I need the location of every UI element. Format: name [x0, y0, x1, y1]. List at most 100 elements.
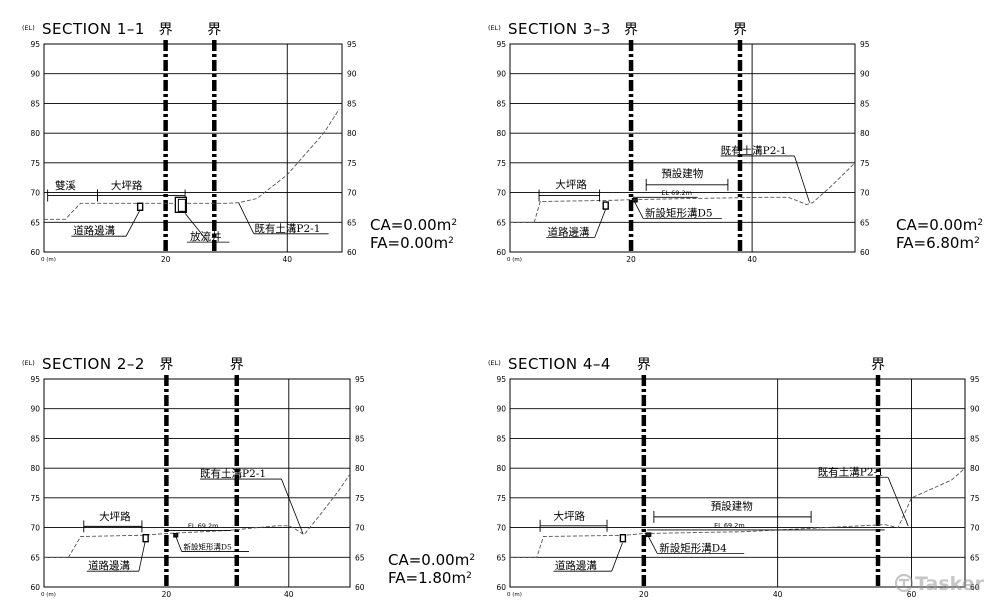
leader-line	[138, 542, 146, 572]
planned-building-label: 預設建物	[661, 167, 703, 180]
leader-line	[647, 535, 658, 554]
road-label: 大坪路	[111, 179, 143, 192]
el-label: EL 69.2m	[714, 522, 745, 530]
boundary-label: 界	[637, 357, 651, 373]
x-tick: 20	[161, 255, 171, 264]
y-tick-right: 70	[860, 189, 870, 198]
ca-value-text: CA=0.00m	[370, 216, 451, 234]
fa-value: FA=6.80m2	[896, 234, 980, 252]
existing-ditch-label: 既有土溝P2-1	[721, 144, 787, 157]
y-tick-right: 95	[860, 40, 870, 49]
y-tick-left: 65	[496, 218, 506, 227]
y-tick-left: 60	[496, 248, 506, 257]
y-tick-right: 90	[970, 405, 980, 414]
y-tick-left: 80	[30, 129, 40, 138]
y-tick-left: 65	[30, 218, 40, 227]
y-tick-left: 85	[30, 99, 40, 108]
leader-line	[125, 209, 141, 237]
ground-profile-line	[510, 467, 966, 558]
discharge-well-label: 放流井	[190, 230, 222, 243]
leader-line	[633, 200, 644, 219]
discharge-well-inner	[177, 198, 186, 212]
el-unit-label: (EL)	[488, 359, 501, 367]
x-unit-label: 0 (m)	[507, 257, 522, 263]
existing-ditch-label: 既有土溝P2-1	[200, 467, 266, 480]
leader-line	[184, 213, 209, 243]
watermark-text: Tasker	[915, 573, 985, 595]
y-tick-right: 75	[347, 159, 357, 168]
el-unit-label: (EL)	[488, 24, 501, 32]
new-ditch-label: 新設矩形溝D5	[645, 206, 713, 219]
y-tick-left: 95	[30, 375, 40, 384]
road-ditch-box	[602, 201, 609, 210]
x-tick: 60	[907, 590, 917, 599]
y-tick-left: 90	[496, 405, 506, 414]
leader-line	[794, 155, 810, 203]
y-tick-left: 65	[30, 553, 40, 562]
y-tick-left: 85	[496, 99, 506, 108]
section-title: SECTION 1–1	[42, 20, 145, 38]
ca-value-text: CA=0.00m	[896, 216, 977, 234]
new-ditch-label: 新設矩形溝D4	[659, 541, 727, 554]
y-tick-left: 85	[30, 434, 40, 443]
leader-line	[281, 478, 304, 534]
y-tick-right: 60	[355, 583, 365, 592]
x-tick: 40	[773, 590, 783, 599]
x-tick: 20	[639, 590, 649, 599]
ca-value-text: CA=0.00m	[388, 551, 469, 569]
leader-line	[238, 202, 255, 234]
x-tick: 40	[747, 255, 757, 264]
fa-value-text: FA=6.80m	[896, 234, 974, 252]
y-tick-left: 80	[496, 129, 506, 138]
plot-frame	[509, 378, 966, 588]
road-ditch-box	[142, 534, 149, 543]
road-label: 大坪路	[553, 509, 585, 522]
road-label: 大坪路	[555, 178, 587, 191]
boundary-label: 界	[733, 22, 747, 38]
y-tick-right: 65	[970, 553, 980, 562]
y-tick-right: 80	[970, 464, 980, 473]
ground-profile-line	[44, 109, 340, 220]
y-tick-left: 80	[496, 464, 506, 473]
boundary-label: 界	[207, 22, 221, 38]
y-tick-left: 70	[496, 189, 506, 198]
fa-value-text: FA=1.80m	[388, 569, 466, 587]
x-tick: 40	[282, 255, 292, 264]
y-tick-right: 90	[860, 70, 870, 79]
y-tick-right: 70	[355, 524, 365, 533]
ca-value: CA=0.00m2	[370, 216, 457, 234]
y-tick-right: 85	[970, 434, 980, 443]
y-tick-left: 75	[496, 494, 506, 503]
y-tick-left: 95	[496, 375, 506, 384]
boundary-label: 界	[871, 357, 885, 373]
y-tick-left: 75	[30, 159, 40, 168]
y-tick-left: 95	[30, 40, 40, 49]
y-tick-left: 60	[30, 583, 40, 592]
leader-line	[611, 542, 623, 572]
y-tick-right: 70	[347, 189, 357, 198]
y-tick-left: 90	[30, 70, 40, 79]
leader-line	[175, 535, 183, 552]
section-title: SECTION 3–3	[508, 20, 611, 38]
y-tick-right: 90	[347, 70, 357, 79]
y-tick-left: 95	[496, 40, 506, 49]
y-tick-left: 80	[30, 464, 40, 473]
el-unit-label: (EL)	[22, 24, 35, 32]
y-tick-right: 60	[860, 248, 870, 257]
section-title: SECTION 4–4	[508, 355, 611, 373]
y-tick-left: 70	[496, 524, 506, 533]
x-tick: 20	[162, 590, 172, 599]
y-tick-right: 75	[355, 494, 365, 503]
road-ditch-label: 道路邊溝	[88, 559, 130, 572]
watermark-logo-icon	[894, 573, 914, 593]
watermark: Tasker	[894, 573, 985, 595]
ca-unit-exponent: 2	[469, 553, 475, 563]
ca-value: CA=0.00m2	[388, 551, 475, 569]
boundary-label: 界	[624, 22, 638, 38]
y-tick-right: 65	[860, 218, 870, 227]
y-tick-right: 80	[347, 129, 357, 138]
road-ditch-label: 道路邊溝	[555, 559, 597, 572]
